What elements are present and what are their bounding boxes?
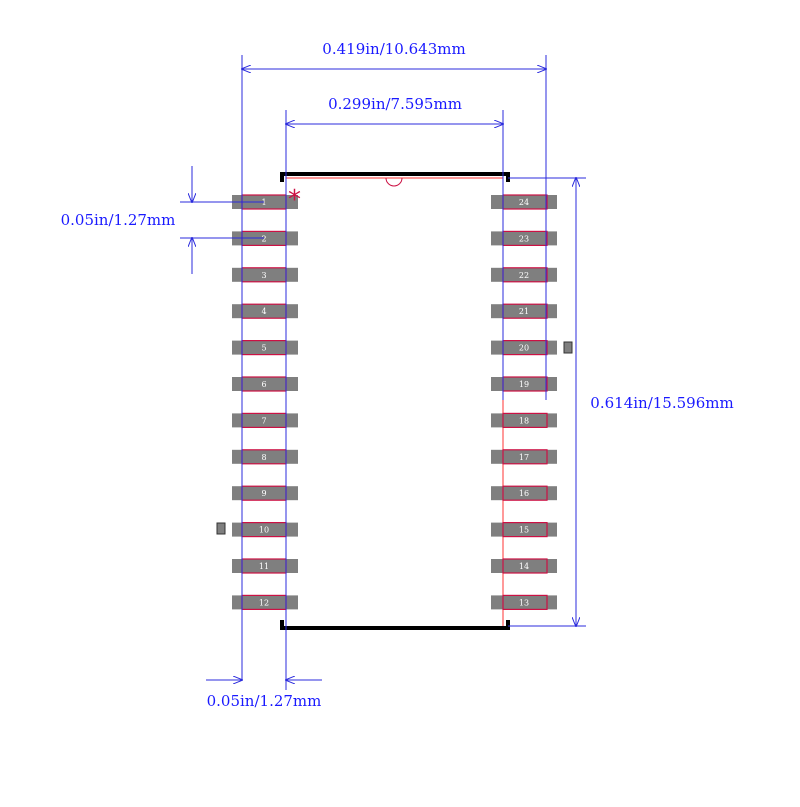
right-pad-19	[491, 377, 557, 391]
right-pad-outline-15	[502, 521, 548, 538]
left-pin-number: 12	[259, 598, 269, 607]
left-pin-number: 8	[261, 453, 266, 462]
left-pin-number: 3	[261, 271, 266, 280]
fiducial-left	[216, 522, 226, 535]
package-body	[280, 172, 510, 630]
right-pin-number: 13	[519, 598, 529, 607]
left-pad-6	[232, 377, 298, 391]
left-pad-4	[232, 304, 298, 319]
right-pad-16	[491, 486, 557, 501]
right-pad-17	[491, 449, 557, 464]
dimension-overall-height: 0.614in/15.596mm	[508, 178, 734, 626]
left-pad-2	[232, 231, 298, 246]
right-pad-outline-13	[502, 594, 548, 611]
overall-width-label: 0.419in/10.643mm	[322, 40, 465, 58]
courtyard-outline	[285, 177, 504, 628]
right-pad-outline-14	[502, 558, 548, 574]
pitch-label: 0.05in/1.27mm	[61, 211, 176, 229]
right-pad-outline-17	[502, 449, 548, 465]
left-pad-10	[232, 522, 298, 537]
right-pin-number: 14	[519, 562, 529, 571]
right-pad-outline-18	[502, 412, 548, 428]
body-width-label: 0.299in/7.595mm	[328, 95, 462, 113]
right-pin-number: 20	[519, 344, 529, 353]
right-pad-14	[491, 559, 557, 573]
right-pad-15	[491, 522, 557, 537]
right-pin-number: 19	[519, 380, 529, 389]
left-pin-number: 7	[261, 416, 266, 425]
left-pin-number: 2	[261, 234, 266, 243]
left-pad-3	[232, 267, 298, 282]
right-pad-row: 24 23 22 21 20 19 18 17 16 15 14 13	[491, 194, 557, 611]
right-pin-number: 15	[519, 526, 529, 535]
left-pin-number: 10	[259, 526, 269, 535]
right-pad-23	[491, 231, 557, 246]
left-pad-7	[232, 413, 298, 428]
left-pin-number: 11	[259, 562, 269, 571]
left-pad-5	[232, 340, 298, 355]
left-pad-11	[232, 559, 298, 573]
left-pin-number: 6	[261, 380, 266, 389]
dimension-pad-width: 0.05in/1.27mm	[206, 680, 322, 710]
left-pad-1	[232, 195, 298, 209]
right-pad-outline-16	[502, 485, 548, 501]
right-pad-18	[491, 413, 557, 428]
left-pin-number: 4	[261, 307, 266, 316]
right-pad-24	[491, 195, 557, 209]
right-pad-13	[491, 595, 557, 610]
left-pin-number: 9	[261, 489, 266, 498]
right-pad-21	[491, 304, 557, 319]
right-pad-20	[491, 340, 557, 355]
pin1-notch	[385, 177, 403, 187]
fiducial-right	[563, 341, 573, 354]
pad-width-label: 0.05in/1.27mm	[207, 692, 322, 710]
pin1-marker: *	[288, 185, 301, 215]
right-pin-number: 18	[519, 416, 529, 425]
right-pin-number: 22	[519, 271, 529, 280]
left-pin-number: 5	[261, 344, 266, 353]
left-pad-8	[232, 449, 298, 464]
right-pin-number: 23	[519, 234, 529, 243]
right-pin-number: 16	[519, 489, 529, 498]
dimension-body-width: 0.299in/7.595mm	[286, 95, 503, 690]
left-pad-9	[232, 486, 298, 501]
right-pad-22	[491, 267, 557, 282]
right-pin-number: 24	[519, 198, 529, 207]
right-pin-number: 17	[519, 453, 529, 462]
dimension-pitch: 0.05in/1.27mm	[61, 166, 264, 274]
overall-height-label: 0.614in/15.596mm	[590, 394, 733, 412]
right-pin-number: 21	[519, 307, 529, 316]
left-pad-12	[232, 595, 298, 610]
dimension-overall-width: 0.419in/10.643mm	[242, 40, 546, 680]
